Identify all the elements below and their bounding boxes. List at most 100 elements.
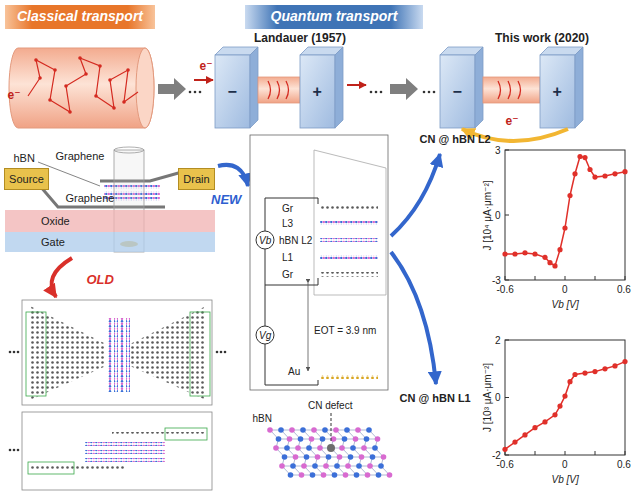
tick-label: 0.6 [617, 459, 631, 470]
lattice-atom [309, 436, 315, 442]
lattice-atom [320, 436, 326, 442]
lattice-atom [288, 472, 294, 478]
polarity-sign: − [228, 83, 237, 101]
data-point [552, 263, 557, 268]
polarity-sign: − [453, 83, 462, 101]
node-text: Source [9, 173, 44, 185]
dimension-label: EOT = 3.9 nm [314, 325, 376, 336]
caption-text: Landauer (1957) [254, 32, 346, 45]
data-point [582, 155, 587, 160]
data-point [562, 394, 567, 399]
data-point [557, 247, 562, 252]
lattice-atom [331, 436, 337, 442]
lattice-atom [310, 472, 316, 478]
electron-label: e⁻ [8, 89, 21, 102]
data-point [622, 359, 627, 364]
tick-label: -0.6 [497, 284, 514, 295]
electron-label: e⁻ [200, 60, 213, 73]
lattice-atom [339, 445, 345, 451]
lattice-atom [301, 463, 307, 469]
lattice-atom [278, 427, 284, 433]
lattice-atom [375, 436, 381, 442]
lattice-atom [312, 463, 318, 469]
data-point [522, 250, 527, 255]
data-point [612, 171, 617, 176]
drain-electrode: Drain [178, 168, 215, 190]
voltage-label: Vb [259, 235, 271, 246]
lattice-atom [276, 436, 282, 442]
lattice-atom [367, 463, 373, 469]
lattice-atom [378, 463, 384, 469]
data-point [622, 169, 627, 174]
lattice-atom [332, 472, 338, 478]
layer-label: hBN L2 [279, 235, 312, 246]
result-arrow [391, 154, 440, 236]
data-point [552, 412, 557, 417]
landauer-device [194, 47, 366, 128]
defect-atom [327, 444, 335, 452]
data-point [532, 251, 537, 256]
lattice-atom [287, 436, 293, 442]
polarity-sign: + [313, 83, 322, 101]
lattice-atom [304, 454, 310, 460]
lattice-atom [353, 436, 359, 442]
atomistic-model [22, 300, 212, 405]
lattice-atom [298, 436, 304, 442]
lattice-atom [334, 463, 340, 469]
data-point [612, 363, 617, 368]
data-point [602, 366, 607, 371]
lattice-atom [348, 454, 354, 460]
tick-label: -2 [492, 450, 501, 461]
material-label: Au [288, 366, 300, 377]
lattice-atom [356, 463, 362, 469]
lattice-atom [290, 463, 296, 469]
tick-label: 3 [495, 145, 501, 156]
data-line [505, 362, 625, 450]
lattice-atom [387, 472, 393, 478]
data-point [542, 255, 547, 260]
material-label: hBN [14, 152, 35, 164]
method-label: OLD [87, 273, 114, 287]
data-series [502, 154, 627, 269]
hbn-sheet [267, 427, 392, 478]
axis-title: J [10³ μA·μm⁻²] [482, 362, 493, 431]
node-text: Quantum transport [271, 9, 398, 24]
node-text: Classical transport [17, 9, 143, 24]
lattice-atom [366, 427, 372, 433]
data-point [572, 171, 577, 176]
tick-label: -0.6 [497, 459, 514, 470]
data-point [512, 440, 517, 445]
lattice-atom [317, 445, 323, 451]
result-arrow [391, 252, 436, 384]
lattice-atom [365, 472, 371, 478]
method-label: NEW [211, 193, 241, 207]
data-point [557, 404, 562, 409]
data-point [567, 193, 572, 198]
axis-title: Vb [V] [552, 299, 579, 310]
lattice-atom [370, 454, 376, 460]
new-arrow [218, 165, 248, 186]
lattice-atom [376, 472, 382, 478]
tick-label: -3 [492, 275, 501, 286]
data-point [577, 154, 582, 159]
data-point [542, 419, 547, 424]
gate-layer: Gate [5, 232, 215, 252]
oxide-layer: Oxide [5, 210, 215, 232]
material-label: Graphene [66, 192, 115, 204]
layer-label: Gr [282, 269, 293, 280]
tick-label: 0 [495, 392, 501, 403]
node-text: Drain [183, 173, 209, 185]
lattice-atom [381, 454, 387, 460]
lattice-atom [326, 454, 332, 460]
data-point [562, 225, 567, 230]
tick-label: 0 [562, 459, 568, 470]
device-schematic [250, 135, 388, 390]
lattice-atom [300, 427, 306, 433]
defect-label: CN defect [308, 400, 352, 411]
leader-line [331, 413, 332, 442]
lattice-atom [344, 427, 350, 433]
lattice-atom [345, 463, 351, 469]
lattice-atom [350, 445, 356, 451]
data-point [582, 371, 587, 376]
classical-cylinder [9, 48, 154, 128]
